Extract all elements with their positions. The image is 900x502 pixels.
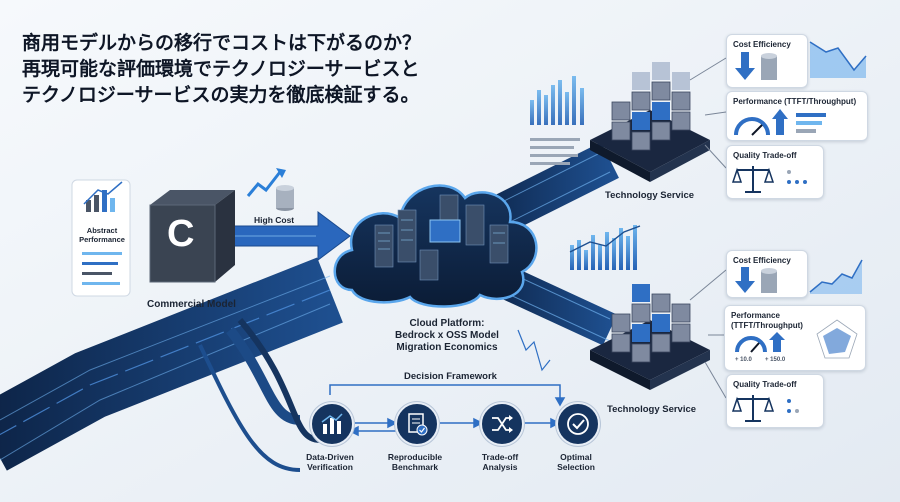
check-circle-icon [567, 413, 589, 435]
cost-down-icon [735, 52, 777, 80]
step-4-line-1: Optimal [560, 452, 592, 462]
decision-framework-title: Decision Framework [404, 371, 497, 382]
title-line-1: 商用モデルからの移行でコストは下がるのか？ [22, 32, 422, 54]
cost-trend-chart-top [809, 41, 867, 78]
performance-title-bottom-line-1: Performance [731, 311, 780, 320]
step-label-tradeoff: Trade-off Analysis [455, 452, 545, 472]
step-icon-reproducible [395, 402, 439, 446]
data-pipeline-main [0, 257, 343, 472]
abstract-performance-line-2: Performance [79, 235, 125, 244]
page-title: 商用モデルからの移行でコストは下がるのか？ 再現可能な評価環境でテクノロジーサー… [22, 30, 502, 108]
step-icon-data-driven [310, 402, 354, 446]
gauge-icon-bottom [735, 332, 785, 353]
performance-card-top: Performance (TTFT/Throughput) [726, 91, 868, 141]
cost-trend-chart-bottom [809, 259, 863, 294]
scale-icon-bottom [731, 395, 799, 422]
cost-efficiency-card-bottom: Cost Efficiency [726, 250, 808, 298]
abstract-performance-card [71, 179, 131, 297]
step-label-reproducible: Reproducible Benchmark [370, 452, 460, 472]
bar-chart-icon [321, 413, 343, 434]
performance-title-bottom-line-2: (TTFT/Throughput) [731, 321, 803, 330]
commercial-model-cube [149, 190, 235, 283]
flow-arrow [219, 211, 351, 261]
step-2-line-1: Reproducible [387, 452, 443, 462]
perf-mini-1: + 10.0 [735, 357, 752, 363]
abstract-performance-line-1: Abstract [86, 226, 118, 235]
commercial-model-logo: C [167, 213, 195, 255]
performance-title-bottom: Performance (TTFT/Throughput) [731, 311, 803, 331]
technology-service-bottom-label: Technology Service [607, 404, 697, 415]
cost-efficiency-title-top: Cost Efficiency [733, 40, 791, 49]
shuffle-icon [492, 415, 513, 433]
abstract-performance-label: Abstract Performance [74, 226, 130, 244]
quality-tradeoff-card-bottom: Quality Trade-off [726, 374, 824, 428]
step-3-line-1: Trade-off [481, 452, 519, 462]
step-1-line-1: Data-Driven [306, 452, 354, 462]
title-line-2: 再現可能な評価環境でテクノロジーサービスと [22, 58, 420, 80]
high-cost-icon [246, 168, 294, 211]
step-3-line-2: Analysis [482, 462, 518, 472]
perf-mini-2: + 150.0 [765, 357, 786, 363]
quality-tradeoff-title-bottom: Quality Trade-off [733, 380, 797, 389]
step-label-data-driven: Data-Driven Verification [285, 452, 375, 472]
connector-lines [689, 57, 727, 399]
cloud-label-line-2: Bedrock x OSS Model [395, 330, 499, 341]
cloud-label-line-1: Cloud Platform: [409, 318, 485, 329]
step-label-optimal: Optimal Selection [531, 452, 621, 472]
cost-down-icon-bottom [735, 267, 777, 293]
step-icon-tradeoff [480, 402, 524, 446]
high-cost-label: High Cost [254, 215, 295, 225]
scale-icon [731, 166, 807, 193]
technology-service-top-label: Technology Service [605, 190, 695, 201]
technology-service-top-graphic [530, 62, 710, 182]
performance-card-bottom: Performance (TTFT/Throughput) + 10.0 + 1… [724, 305, 866, 371]
cost-efficiency-title-bottom: Cost Efficiency [733, 256, 791, 265]
cloud-label-line-3: Migration Economics [396, 342, 498, 353]
cloud-platform-label: Cloud Platform: Bedrock x OSS Model Migr… [395, 318, 499, 354]
step-2-line-2: Benchmark [391, 462, 439, 472]
quality-tradeoff-title-top: Quality Trade-off [733, 151, 797, 160]
cloud-platform [333, 184, 538, 308]
step-4-line-2: Selection [557, 462, 595, 472]
quality-tradeoff-card-top: Quality Trade-off [726, 145, 824, 199]
title-line-3: テクノロジーサービスの実力を徹底検証する。 [22, 84, 420, 106]
commercial-model-label: Commercial Model [147, 299, 236, 310]
radar-chart [816, 319, 858, 359]
document-check-icon [408, 413, 428, 436]
step-1-line-2: Verification [307, 462, 353, 472]
technology-service-bottom-graphic [517, 225, 710, 390]
cost-efficiency-card-top: Cost Efficiency [726, 34, 808, 88]
step-icon-optimal [556, 402, 600, 446]
gauge-icon [734, 109, 826, 136]
performance-title-top: Performance (TTFT/Throughput) [733, 97, 857, 106]
framework-arrows [329, 384, 566, 437]
